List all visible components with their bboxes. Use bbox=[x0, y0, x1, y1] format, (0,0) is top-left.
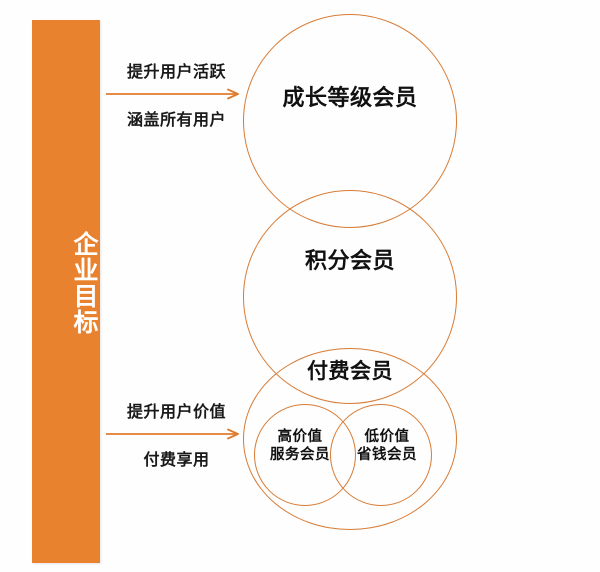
arrow-top-caption-below: 涵盖所有用户 bbox=[126, 112, 226, 129]
arrow-bottom-line bbox=[104, 428, 249, 440]
enterprise-goal-label: 企业目标 bbox=[70, 231, 98, 335]
arrow-top-caption-above: 提升用户活跃 bbox=[126, 64, 226, 81]
arrow-right-icon bbox=[106, 428, 239, 440]
enterprise-goal-bar: 企业目标 bbox=[32, 20, 100, 563]
circle-growth-tier-label: 成长等级会员 bbox=[282, 85, 418, 110]
arrow-bottom-caption-below: 付费享用 bbox=[143, 452, 210, 469]
circle-points-tier-label: 积分会员 bbox=[304, 248, 395, 273]
circle-paid-tier-label: 付费会员 bbox=[307, 360, 393, 383]
arrow-top-line bbox=[104, 88, 249, 100]
arrow-group-bottom: 提升用户价值 付费享用 bbox=[104, 398, 249, 470]
arrow-right-icon bbox=[106, 88, 239, 100]
circle-paid-low-value-label: 低价值 省钱会员 bbox=[357, 429, 417, 463]
arrow-bottom-caption-above: 提升用户价值 bbox=[126, 404, 226, 421]
circle-paid-high-value-label: 高价值 服务会员 bbox=[270, 429, 330, 463]
arrow-group-top: 提升用户活跃 涵盖所有用户 bbox=[104, 58, 249, 130]
circle-paid-tier bbox=[243, 348, 457, 530]
circle-paid-low-value bbox=[330, 404, 432, 506]
